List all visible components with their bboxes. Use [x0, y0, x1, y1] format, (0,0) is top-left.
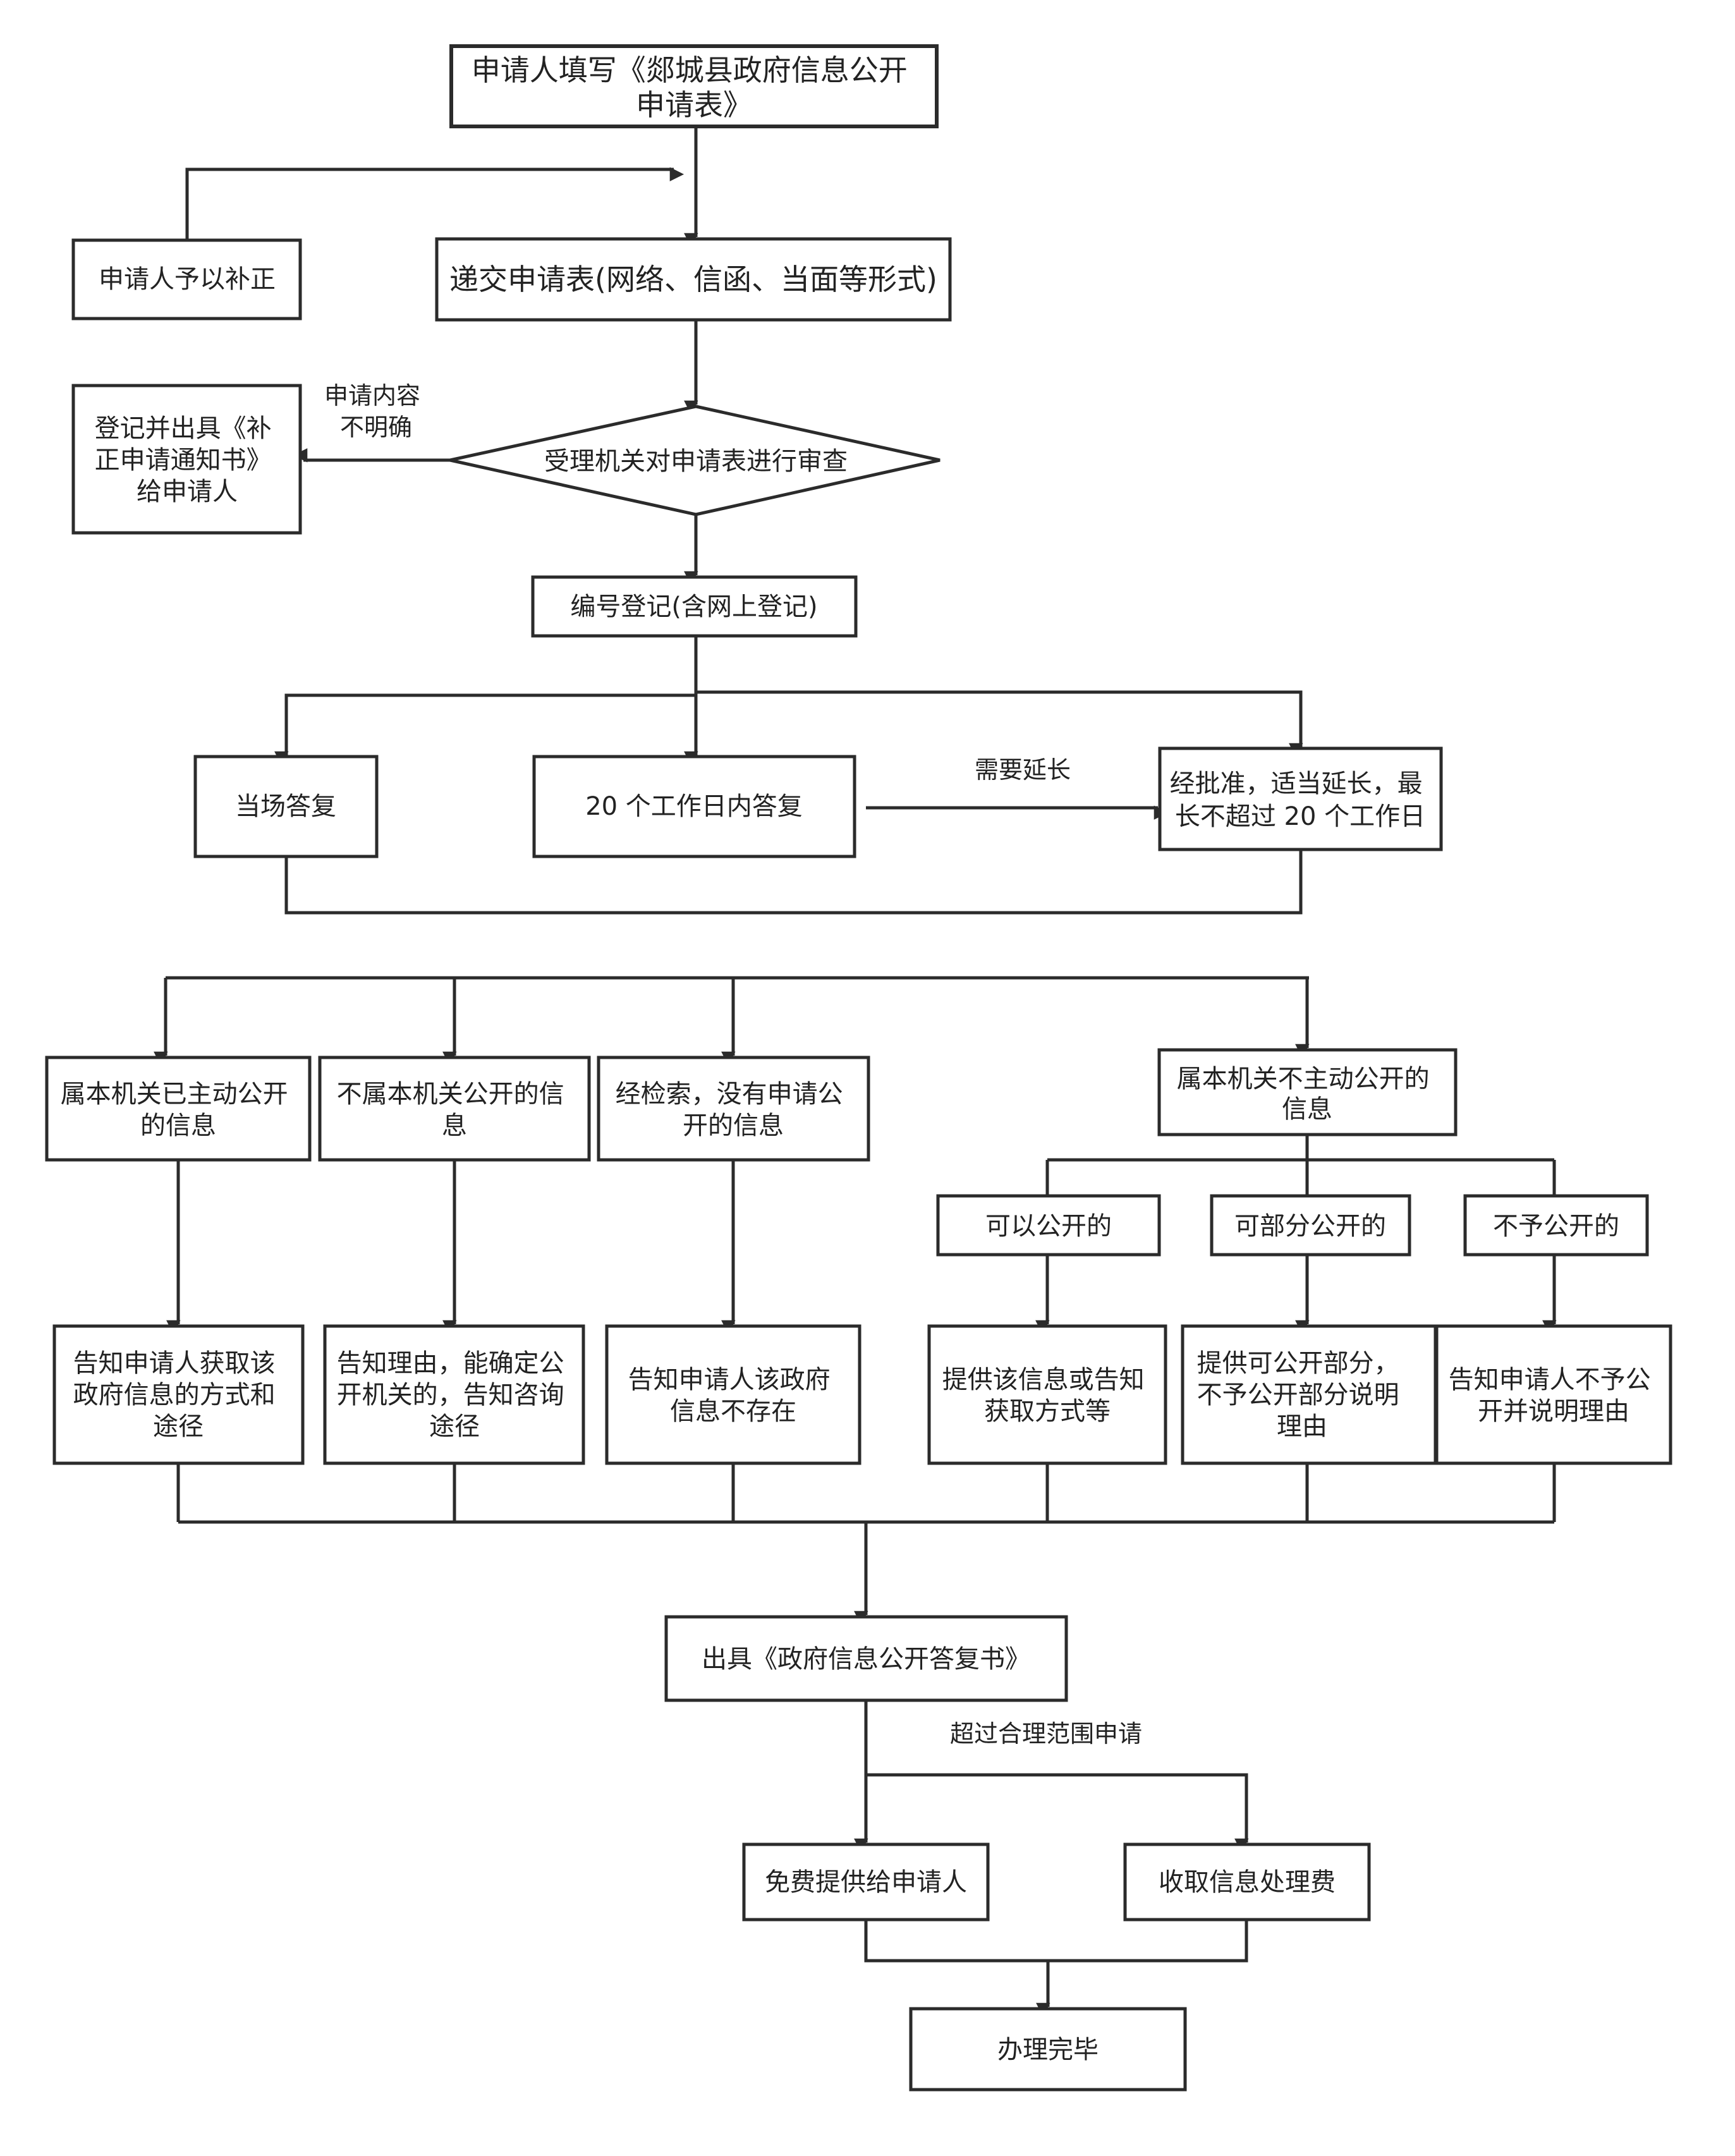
svg-text:告知申请人不予公 开并说明理由: 告知申请人不予公 开并说明理由 [1449, 1365, 1659, 1426]
node-submit: 递交申请表(网络、信函、当面等形式) [435, 237, 952, 322]
svg-text:申请人填写《郯城县政府信息公开 申请表》: 申请人填写《郯城县政府信息公开 申请表》 [472, 53, 917, 122]
node-correct: 申请人予以补正 [71, 238, 302, 320]
node-correction-notice: 登记并出具《补 正申请通知书》 给申请人 [71, 384, 302, 535]
svg-text:经批准，适当延长，最 长不超过 20 个工作: 经批准，适当延长，最 长不超过 20 个工作日 [1170, 769, 1431, 831]
svg-text:可以公开的: 可以公开的 [985, 1212, 1112, 1241]
svg-text:告知申请人该政府 信息不存在: 告知申请人该政府 信息不存在 [628, 1365, 839, 1426]
edge-letter-to-fee [866, 1773, 1249, 1853]
svg-text:当场答复: 当场答复 [235, 792, 336, 821]
svg-text:告知申请人获取该 政府信息的方式和: 告知申请人获取该 政府信息的方式和 途径 [73, 1349, 284, 1441]
svg-text:编号登记(含网上登记): 编号登记(含网上登记) [570, 592, 817, 621]
node-cat-not-ours: 不属本机关公开的信 息 [318, 1056, 591, 1162]
svg-text:属本机关不主动公开的 信息: 属本机关不主动公开的 信息 [1177, 1064, 1438, 1124]
node-res-not-ours: 告知理由，能确定公 开机关的，告知咨询 途径 [323, 1324, 585, 1465]
svg-text:申请人予以补正: 申请人予以补正 [99, 265, 276, 294]
node-reply-20days: 20 个工作日内答复 [532, 755, 856, 858]
node-sub-not: 不予公开的 [1463, 1194, 1649, 1257]
node-res-not-found: 告知申请人该政府 信息不存在 [605, 1324, 861, 1465]
svg-text:20 个工作日内答复: 20 个工作日内答复 [585, 792, 803, 821]
node-fee: 收取信息处理费 [1123, 1842, 1371, 1922]
node-reply-letter: 出具《政府信息公开答复书》 [664, 1615, 1068, 1702]
svg-text:告知理由，能确定公 开机关的，告知咨询: 告知理由，能确定公 开机关的，告知咨询 途径 [337, 1349, 573, 1441]
node-review: 受理机关对申请表进行审查 [449, 405, 941, 516]
svg-text:出具《政府信息公开答复书》: 出具《政府信息公开答复书》 [702, 1645, 1030, 1674]
svg-text:办理完毕: 办理完毕 [997, 2035, 1099, 2064]
svg-text:可部分公开的: 可部分公开的 [1234, 1212, 1386, 1241]
svg-text:受理机关对申请表进行审查: 受理机关对申请表进行审查 [544, 447, 848, 476]
edge-fee-merge [864, 1920, 1248, 1963]
svg-text:登记并出具《补 正申请通知书》: 登记并出具《补 正申请通知书》 给申请人 [95, 414, 280, 506]
node-cat-not-found: 经检索，没有申请公 开的信息 [597, 1056, 870, 1162]
svg-text:经检索，没有申请公 开的信息: 经检索，没有申请公 开的信息 [616, 1080, 851, 1140]
edge-register-to-extend [696, 690, 1303, 758]
svg-text:提供该信息或告知 获取方式等: 提供该信息或告知 获取方式等 [942, 1365, 1153, 1426]
node-res-not: 告知申请人不予公 开并说明理由 [1435, 1324, 1672, 1465]
node-free: 免费提供给申请人 [742, 1842, 990, 1922]
node-sub-can: 可以公开的 [936, 1194, 1161, 1257]
node-reply-onsite: 当场答复 [193, 755, 379, 858]
node-sub-partial: 可部分公开的 [1210, 1194, 1411, 1257]
node-res-public: 告知申请人获取该 政府信息的方式和 途径 [52, 1324, 305, 1465]
svg-text:属本机关已主动公开 的信息: 属本机关已主动公开 的信息 [61, 1080, 296, 1140]
svg-text:不予公开的: 不予公开的 [1493, 1212, 1619, 1241]
node-extend: 经批准，适当延长，最 长不超过 20 个工作日 [1158, 746, 1443, 851]
svg-text:收取信息处理费: 收取信息处理费 [1159, 1868, 1336, 1897]
edge-labels: 申请内容 不明确 需要延长 超过合理范围申请 [324, 382, 1142, 1748]
node-cat-not-proactive: 属本机关不主动公开的 信息 [1157, 1048, 1458, 1136]
edge-correct-loop [185, 167, 685, 240]
svg-text:递交申请表(网络、信函、当面等形式): 递交申请表(网络、信函、当面等形式) [449, 262, 937, 296]
nodes: 申请人填写《郯城县政府信息公开 申请表》 申请人予以补正 递交申请表(网络、信函… [45, 44, 1672, 2092]
node-res-partial: 提供可公开部分， 不予公开部分说明 理由 [1181, 1324, 1437, 1465]
svg-text:不属本机关公开的信 息: 不属本机关公开的信 息 [337, 1080, 573, 1140]
edge-register-to-onsite [274, 693, 696, 766]
node-res-can: 提供该信息或告知 获取方式等 [927, 1324, 1167, 1465]
label-over-scope: 超过合理范围申请 [950, 1720, 1142, 1748]
node-done: 办理完毕 [909, 2007, 1187, 2092]
edge-reply-merge [284, 849, 1303, 915]
node-apply-form: 申请人填写《郯城县政府信息公开 申请表》 [449, 44, 939, 128]
svg-text:免费提供给申请人: 免费提供给申请人 [765, 1868, 967, 1897]
node-register: 编号登记(含网上登记) [531, 575, 858, 638]
node-cat-public: 属本机关已主动公开 的信息 [45, 1056, 312, 1162]
svg-text:提供可公开部分， 不予公开部分说明: 提供可公开部分， 不予公开部分说明 理由 [1197, 1349, 1408, 1441]
connectors [154, 126, 1557, 2018]
label-unclear: 申请内容 不明确 [324, 382, 428, 441]
label-extension: 需要延长 [975, 756, 1071, 784]
